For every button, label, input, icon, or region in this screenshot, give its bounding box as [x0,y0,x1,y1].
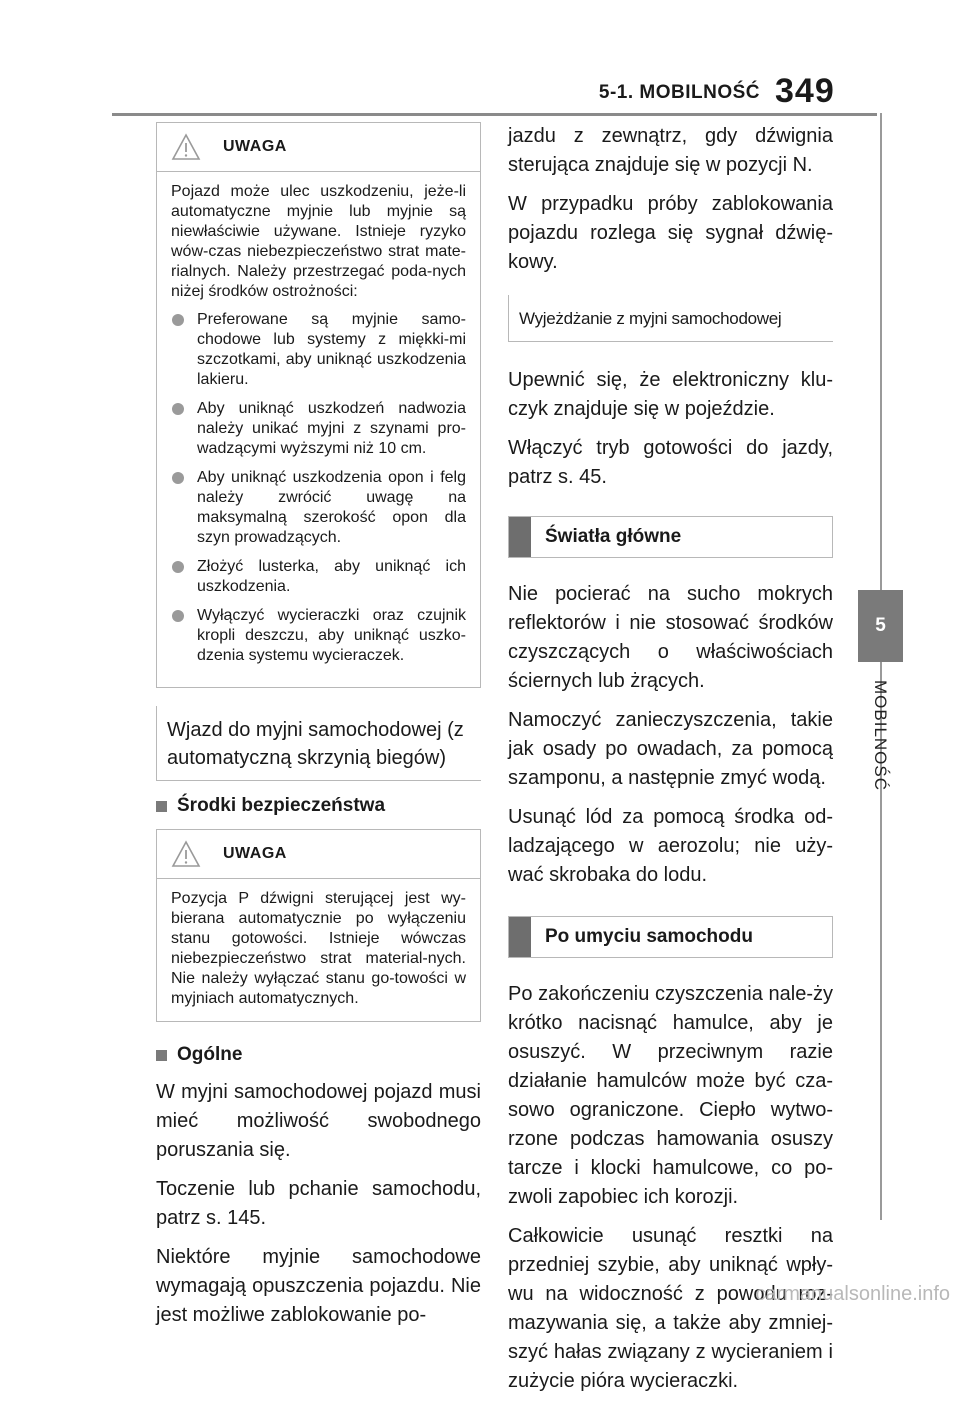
list-item: Preferowane są myjnie samo-chodowe lub s… [171,310,466,390]
list-item-text: Aby uniknąć uszkodzeń nadwozia należy un… [197,400,466,457]
warning-header: UWAGA [157,123,480,172]
list-item: Wyłączyć wycieraczki oraz czujnik kropli… [171,606,466,666]
paragraph: W myjni samochodowej pojazd musi mieć mo… [156,1081,481,1161]
subsection-heading: Wjazd do myjni samochodowej (z automatyc… [156,706,481,781]
left-column: UWAGA Pojazd może ulec uszkodzeniu, jeże… [156,122,481,1340]
right-column: jazdu z zewnątrz, gdy dźwignia sterująca… [508,122,833,1406]
paragraph: W przypadku próby zablokowania pojazdu r… [508,193,833,273]
general-heading-text: Ogólne [177,1044,243,1065]
section-bar [509,517,531,557]
warning-body: Pozycja P dźwigni sterującej jest wy-bie… [157,879,480,1021]
paragraph: Włączyć tryb gotowości do jazdy, patrz s… [508,437,833,488]
header-rule [112,113,877,116]
section-heading-after-wash: Po umyciu samochodu [508,916,833,958]
paragraph: Niektóre myjnie samochodowe wymagają opu… [156,1246,481,1326]
bullet-icon [172,561,184,573]
bullet-icon [172,610,184,622]
side-rule [880,113,882,1220]
page-number: 349 [775,72,835,110]
section-heading-text: Po umyciu samochodu [545,926,753,947]
paragraph: Po zakończeniu czyszczenia nale-ży krótk… [508,983,833,1208]
list-item-text: Złożyć lusterka, aby uniknąć ich uszkodz… [197,558,466,595]
warning-list: Preferowane są myjnie samo-chodowe lub s… [171,310,466,666]
section-heading-headlights: Światła główne [508,516,833,558]
warning-title: UWAGA [223,138,287,155]
warning-intro: Pojazd może ulec uszkodzeniu, jeże-li au… [171,183,466,300]
warning-triangle-icon [171,133,201,160]
bullet-icon [172,314,184,326]
list-item-text: Preferowane są myjnie samo-chodowe lub s… [197,311,466,388]
list-item-text: Aby uniknąć uszkodzenia opon i felg nale… [197,469,466,546]
bullet-icon [172,403,184,415]
safety-heading-text: Środki bezpieczeństwa [177,795,386,816]
warning-title: UWAGA [223,845,287,862]
bullet-icon [172,472,184,484]
warning-triangle-icon [171,840,201,867]
list-item-text: Wyłączyć wycieraczki oraz czujnik kropli… [197,607,466,664]
footer-watermark: carmanualsonline.info [755,1283,950,1305]
square-bullet-icon [156,800,167,812]
paragraph: Toczenie lub pchanie samochodu, patrz s.… [156,1178,481,1229]
warning-text: Pozycja P dźwigni sterującej jest wy-bie… [171,890,466,1007]
paragraph: Namoczyć zanieczyszczenia, takie jak osa… [508,709,833,789]
paragraph: jazdu z zewnątrz, gdy dźwignia sterująca… [508,125,833,176]
paragraph: Nie pocierać na sucho mokrych reflektoró… [508,583,833,692]
chapter-tab: 5 [858,590,903,662]
subsection-heading: Wyjeżdżanie z myjni samochodowej [508,295,833,342]
safety-heading: Środki bezpieczeństwa [156,795,481,817]
square-bullet-icon [156,1049,167,1061]
section-bar [509,917,531,957]
paragraph: Upewnić się, że elektroniczny klu-czyk z… [508,369,833,420]
general-heading: Ogólne [156,1044,481,1066]
warning-body: Pojazd może ulec uszkodzeniu, jeże-li au… [157,172,480,687]
list-item: Aby uniknąć uszkodzenia opon i felg nale… [171,468,466,548]
paragraph: Całkowicie usunąć resztki na przedniej s… [508,1225,833,1392]
warning-box: UWAGA Pojazd może ulec uszkodzeniu, jeże… [156,122,481,688]
paragraph: Usunąć lód za pomocą środka od-ladzające… [508,806,833,886]
chapter-label: MOBILNOŚĆ [871,680,890,792]
warning-header: UWAGA [157,830,480,879]
list-item: Złożyć lusterka, aby uniknąć ich uszkodz… [171,557,466,597]
section-heading-text: Światła główne [545,526,682,547]
warning-box: UWAGA Pozycja P dźwigni sterującej jest … [156,829,481,1022]
header-section-title: 5-1. MOBILNOŚĆ [598,82,760,103]
list-item: Aby uniknąć uszkodzeń nadwozia należy un… [171,399,466,459]
